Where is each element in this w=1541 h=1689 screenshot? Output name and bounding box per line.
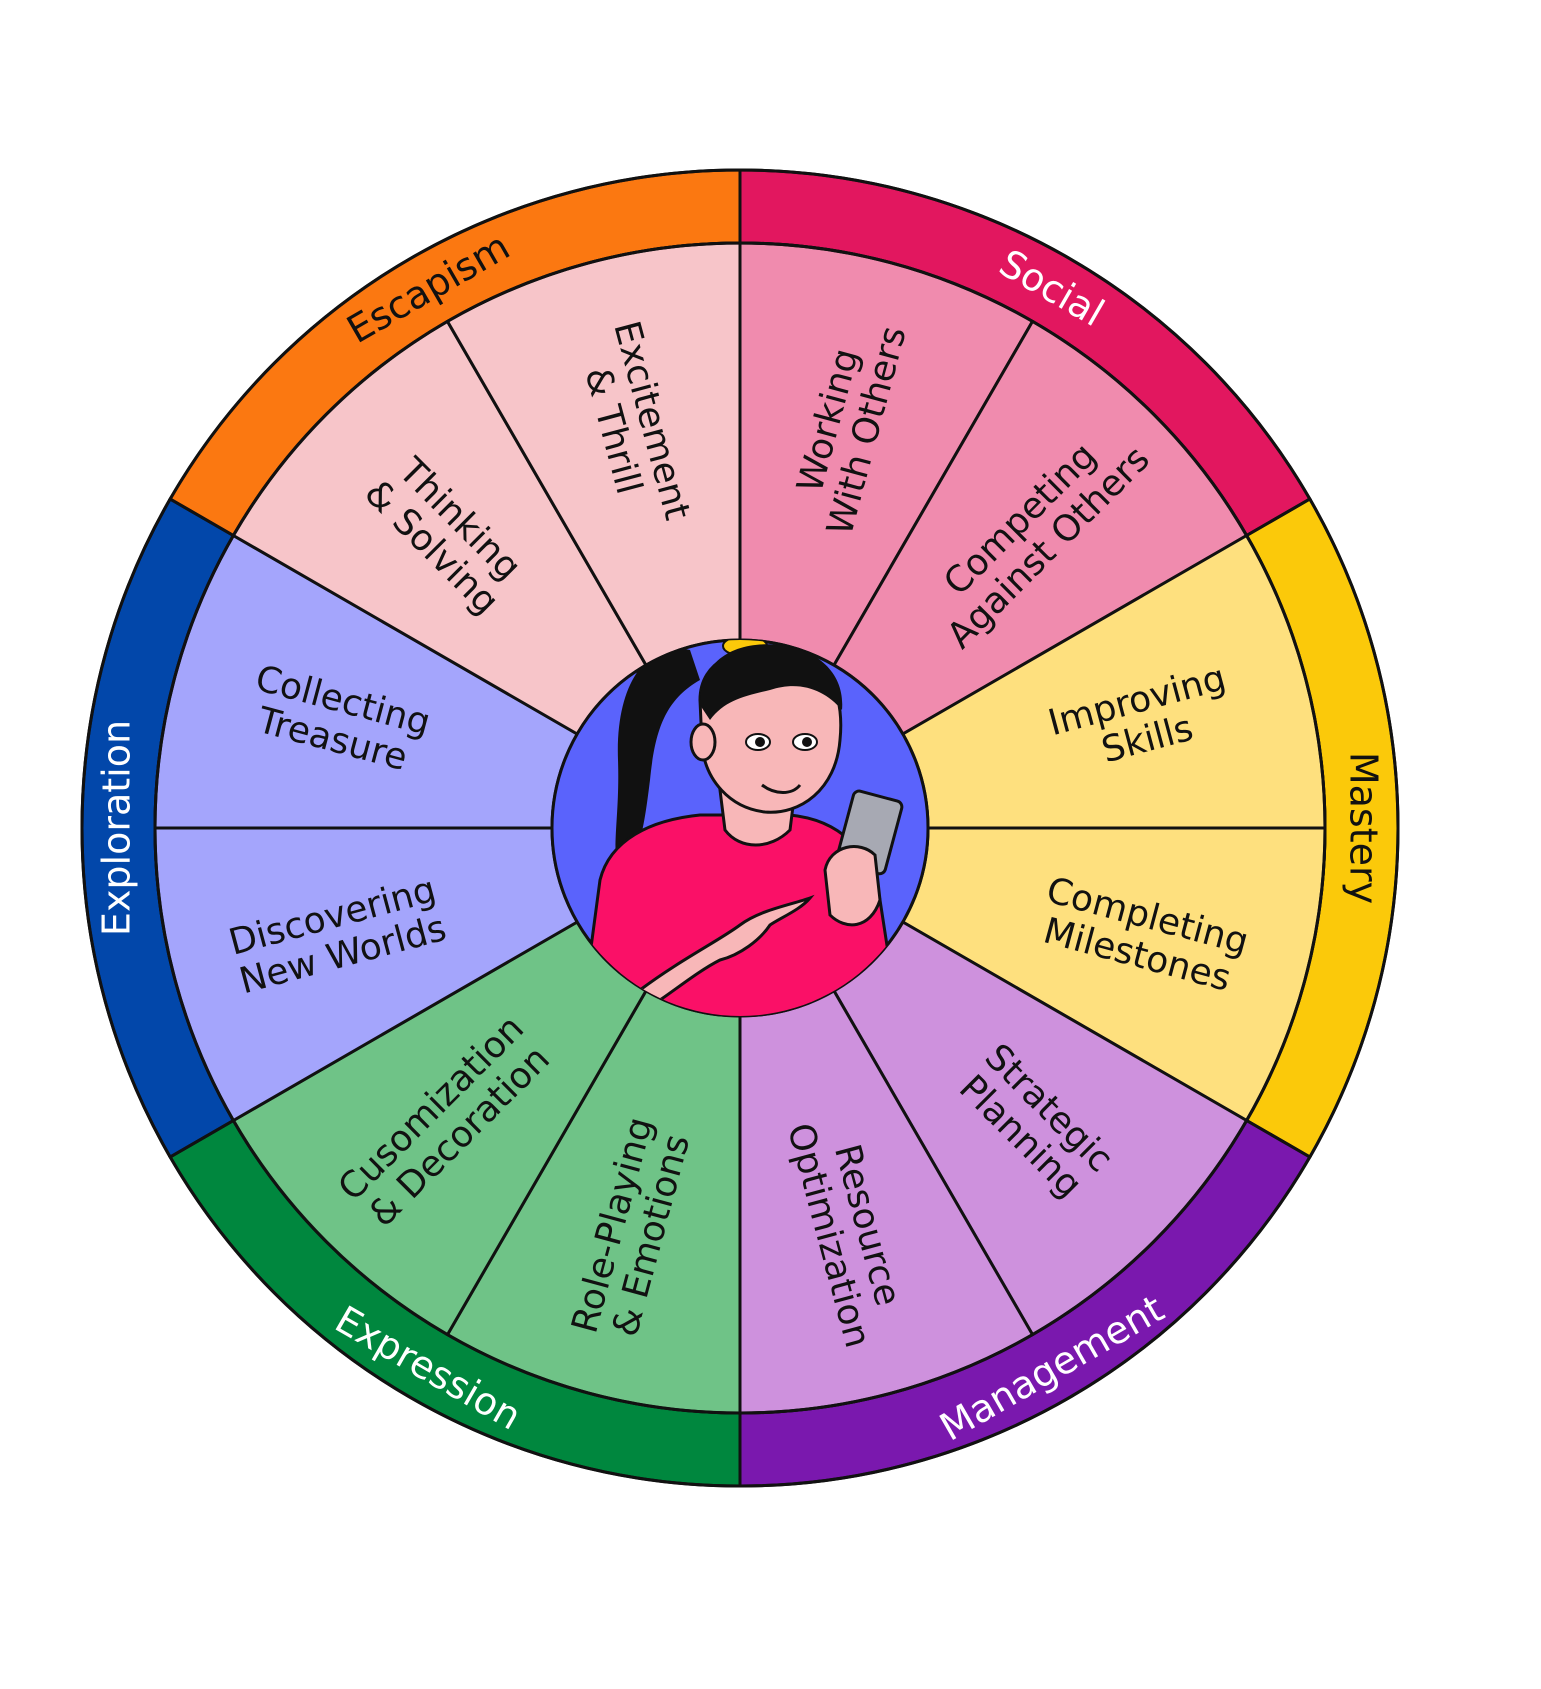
category-label-exploration: Exploration [95,720,139,936]
center-illustration [550,638,930,1018]
ring-divider [1245,1119,1311,1159]
segment-dividers [80,168,1400,1488]
girl-with-phone-illustration [578,640,904,1016]
category-label-mastery: Mastery [1342,752,1386,904]
inner-segments [153,241,1327,1415]
ring-divider [169,497,235,537]
ring-inner-outline [153,241,1327,1415]
ring-divider [1245,497,1311,537]
outer-outline [80,168,1400,1488]
ring-divider [169,1119,235,1159]
